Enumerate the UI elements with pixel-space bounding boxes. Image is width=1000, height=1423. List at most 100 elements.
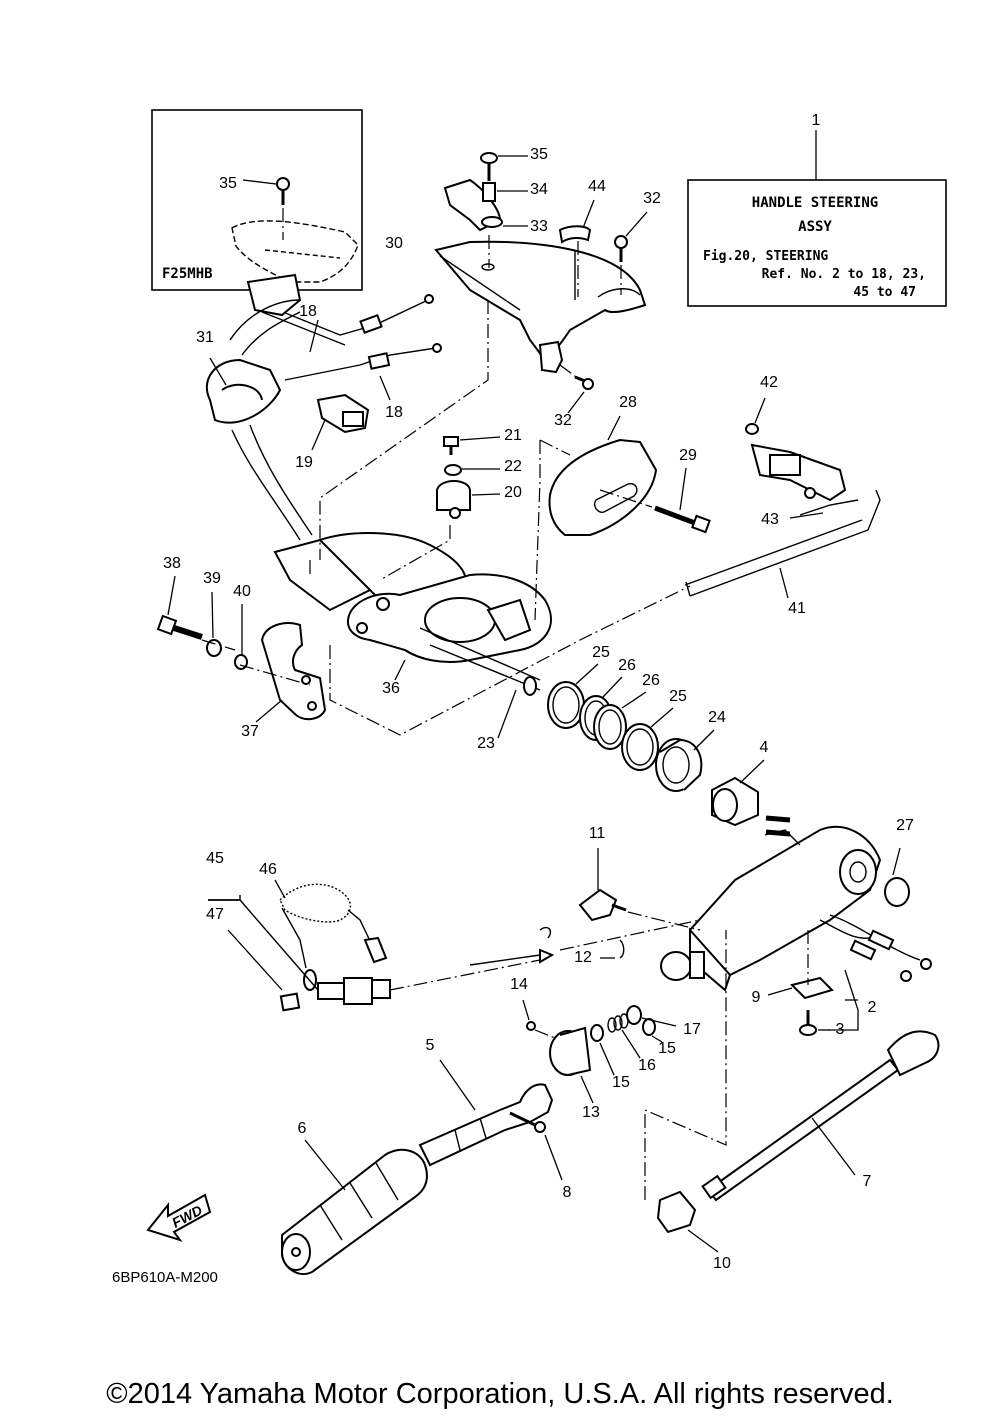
callout-c46: 46 <box>259 861 277 878</box>
part-grip-6 <box>281 1139 428 1275</box>
callout-c4: 4 <box>760 739 769 756</box>
assembly-lines-upper <box>201 300 691 736</box>
callout-c25a: 25 <box>592 644 610 661</box>
callout-c25b: 25 <box>669 688 687 705</box>
callout-c29: 29 <box>679 447 697 464</box>
callout-c21: 21 <box>504 427 522 444</box>
callout-c40: 40 <box>233 583 251 600</box>
part-washer-22 <box>444 464 500 476</box>
part-collar-34 <box>482 182 528 202</box>
part-washer-40 <box>234 604 248 670</box>
callout-c33: 33 <box>530 218 548 235</box>
part-plate-9 <box>767 930 834 1000</box>
part-throttle-cables-18 <box>257 294 442 401</box>
part-steering-bracket-36 <box>273 532 552 691</box>
callout-c42: 42 <box>760 374 778 391</box>
assy-title-line2: ASSY <box>798 219 832 235</box>
callout-c39: 39 <box>203 570 221 587</box>
callout-c17: 17 <box>683 1021 701 1038</box>
part-screw-35 <box>480 152 528 268</box>
part-washer-15 <box>590 1018 663 1076</box>
part-throttle-shaft-5 <box>418 1059 554 1167</box>
part-collar-39 <box>206 591 222 657</box>
inset-callout-35: 35 <box>219 175 237 192</box>
part-oring-25b <box>621 707 674 771</box>
assy-title-line1: HANDLE STEERING <box>752 195 878 211</box>
part-screw-3 <box>799 1010 830 1036</box>
callout-c10: 10 <box>713 1255 731 1272</box>
callout-labels: 2345678910111213141515161718181920212223… <box>163 146 914 1272</box>
callout-c31: 31 <box>196 329 214 346</box>
callout-1: 1 <box>812 112 821 129</box>
inset-title: F25MHB <box>162 266 213 282</box>
part-cable-ends-2 <box>828 929 932 1031</box>
callout-c34: 34 <box>530 181 548 198</box>
callout-c6: 6 <box>298 1120 307 1137</box>
part-bracket-37 <box>255 622 327 723</box>
callout-c30: 30 <box>385 235 403 252</box>
part-pin-12 <box>600 939 625 959</box>
part-bolt-38 <box>156 575 203 640</box>
callout-c7: 7 <box>863 1173 872 1190</box>
part-cover-28 <box>548 415 658 536</box>
callout-c5: 5 <box>426 1037 435 1054</box>
part-bolt-21 <box>443 436 501 455</box>
kill-switch-wire <box>389 919 701 991</box>
assy-ref-line3: 45 to 47 <box>853 285 916 300</box>
callout-c18a: 18 <box>299 303 317 320</box>
callout-c27: 27 <box>896 817 914 834</box>
part-collar-13 <box>549 1026 594 1104</box>
part-cover-30 <box>434 240 647 362</box>
callout-c45: 45 <box>206 850 224 867</box>
part-grommet-44 <box>558 199 595 297</box>
part-bushing-24 <box>655 729 715 792</box>
part-kill-switch-45 <box>208 895 391 1005</box>
part-link-rod-41 <box>684 489 881 599</box>
callout-c13: 13 <box>582 1104 600 1121</box>
part-clamp-19 <box>311 393 370 451</box>
callout-c22: 22 <box>504 458 522 475</box>
part-throttle-rod-7 <box>701 1030 940 1202</box>
part-ring-26b <box>593 691 647 750</box>
callout-c36: 36 <box>382 680 400 697</box>
assy-ref-line2: Ref. No. 2 to 18, 23, <box>762 267 926 282</box>
callout-c35: 35 <box>530 146 548 163</box>
callout-c26a: 26 <box>618 657 636 674</box>
callout-c18b: 18 <box>385 404 403 421</box>
callout-c32a: 32 <box>643 190 661 207</box>
part-holder-20 <box>436 480 501 519</box>
callout-c15a: 15 <box>658 1040 676 1057</box>
inset-box-f25mhb: 35 F25MHB <box>151 109 363 291</box>
part-lanyard-46 <box>274 879 388 991</box>
assy-ref-line1: Fig.20, STEERING <box>703 249 828 264</box>
callout-c47: 47 <box>206 906 224 923</box>
part-washer-17 <box>626 1005 677 1027</box>
callout-c11: 11 <box>589 825 606 842</box>
callout-c38: 38 <box>163 555 181 572</box>
callout-c26b: 26 <box>642 672 660 689</box>
callout-c23: 23 <box>477 735 495 752</box>
copyright-notice: ©2014 Yamaha Motor Corporation, U.S.A. A… <box>106 1378 894 1410</box>
part-cable-holder-31 <box>205 273 313 541</box>
part-steering-handle-body <box>660 815 921 992</box>
callout-c24: 24 <box>708 709 726 726</box>
part-friction-knob-11 <box>578 848 701 931</box>
callout-c15b: 15 <box>612 1074 630 1091</box>
part-cap-47 <box>227 929 301 1012</box>
part-bracket-33 <box>443 178 528 232</box>
part-bolt-29 <box>599 467 711 534</box>
inset-screw-35 <box>242 177 290 240</box>
part-clip-42 <box>745 397 766 435</box>
part-clip-32 <box>538 340 594 414</box>
callout-c37: 37 <box>241 723 259 740</box>
callout-c12: 12 <box>574 949 592 966</box>
callout-c2: 2 <box>868 999 877 1016</box>
callout-c19: 19 <box>295 454 313 471</box>
part-screw-8 <box>509 1111 563 1181</box>
callout-c14: 14 <box>510 976 528 993</box>
part-lever-43 <box>750 443 859 519</box>
part-gear-10 <box>644 930 727 1253</box>
callout-c28: 28 <box>619 394 637 411</box>
callout-c9: 9 <box>752 989 761 1006</box>
